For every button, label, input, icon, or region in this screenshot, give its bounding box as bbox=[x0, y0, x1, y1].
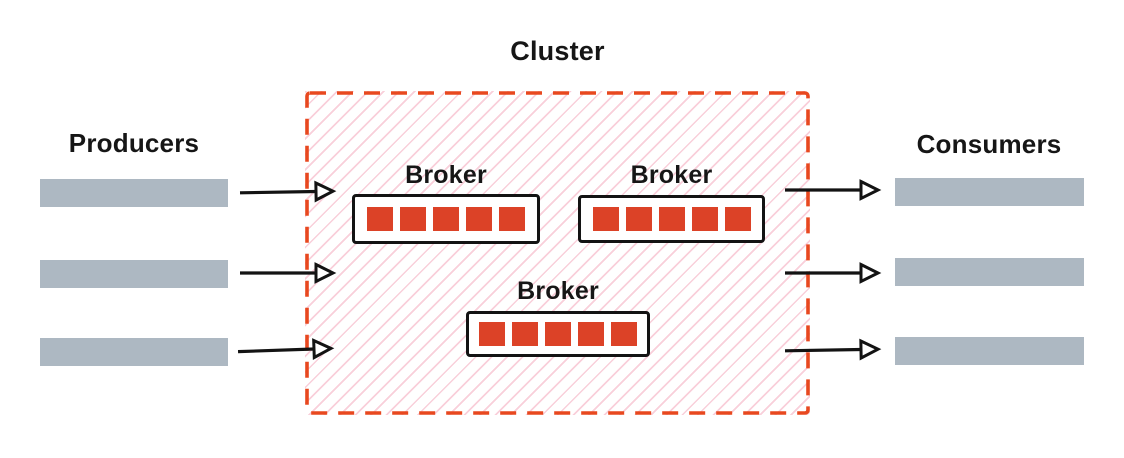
partition-square bbox=[466, 207, 492, 231]
partition-square bbox=[499, 207, 525, 231]
partition-square bbox=[367, 207, 393, 231]
consumer-arrow-2 bbox=[785, 262, 882, 284]
broker-1-label: Broker bbox=[405, 161, 487, 189]
consumer-arrow-1 bbox=[785, 179, 882, 201]
producer-arrow-3 bbox=[237, 338, 335, 360]
partition-square bbox=[400, 207, 426, 231]
producer-bar-2 bbox=[40, 260, 228, 288]
partition-square bbox=[658, 207, 685, 231]
partition-square bbox=[479, 322, 505, 346]
consumer-bar-3 bbox=[895, 337, 1084, 365]
cluster-title: Cluster bbox=[510, 36, 605, 66]
producers-label: Producers bbox=[68, 128, 200, 158]
producer-arrow-2 bbox=[240, 262, 337, 284]
broker-3-box bbox=[466, 311, 650, 357]
partition-square bbox=[592, 207, 619, 231]
cluster-dashed-border bbox=[305, 91, 810, 415]
partition-square bbox=[625, 207, 652, 231]
producer-bar-1 bbox=[40, 179, 228, 207]
consumer-bar-2 bbox=[895, 258, 1084, 286]
broker-2-label: Broker bbox=[630, 161, 713, 189]
broker-2-box bbox=[578, 195, 765, 243]
partition-square bbox=[512, 322, 538, 346]
broker-3-label: Broker bbox=[517, 277, 599, 305]
partition-square bbox=[578, 322, 604, 346]
producer-arrow-1 bbox=[239, 180, 337, 203]
producer-bar-3 bbox=[40, 338, 228, 366]
consumer-bar-1 bbox=[895, 178, 1084, 206]
partition-square bbox=[433, 207, 459, 231]
consumers-label: Consumers bbox=[916, 129, 1062, 159]
cluster-boundary bbox=[305, 91, 810, 415]
partition-square bbox=[724, 207, 751, 231]
partition-square bbox=[691, 207, 718, 231]
partition-square bbox=[545, 322, 571, 346]
broker-1-box bbox=[352, 194, 540, 244]
partition-square bbox=[611, 322, 637, 346]
consumer-arrow-3 bbox=[784, 338, 882, 361]
